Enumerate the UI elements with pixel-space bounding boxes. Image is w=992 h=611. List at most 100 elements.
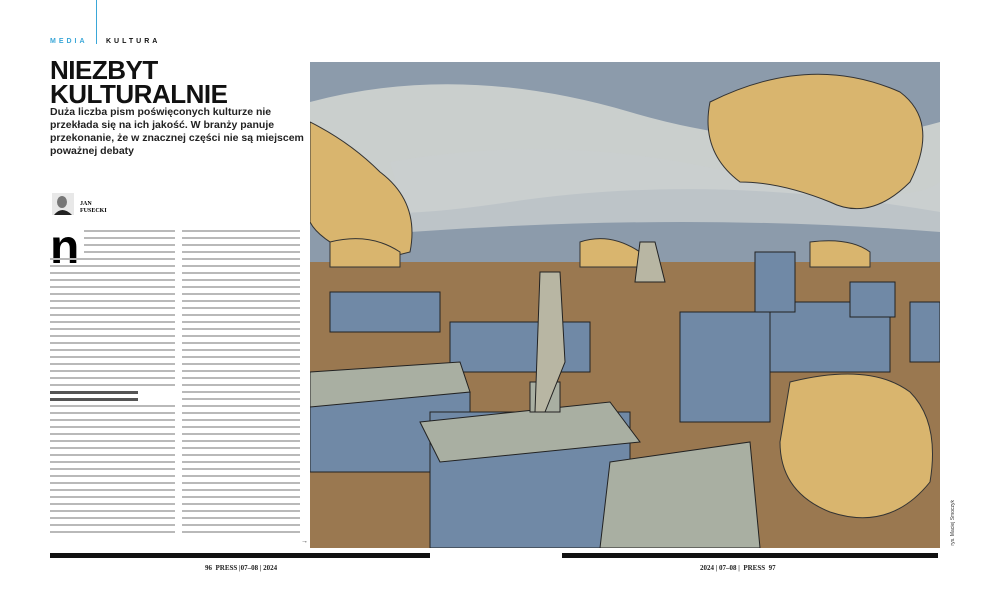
text-line xyxy=(182,419,300,421)
text-line xyxy=(50,531,175,533)
text-line xyxy=(50,335,175,337)
text-line xyxy=(50,349,175,351)
page-number: 96 xyxy=(205,564,212,572)
text-line xyxy=(182,377,300,379)
text-line xyxy=(182,279,300,281)
text-line xyxy=(182,468,300,470)
text-line xyxy=(50,524,175,526)
text-line xyxy=(182,307,300,309)
text-line xyxy=(50,405,175,407)
text-line xyxy=(50,363,175,365)
text-line xyxy=(182,293,300,295)
section-divider xyxy=(96,0,97,44)
text-line xyxy=(182,524,300,526)
text-line xyxy=(50,377,175,379)
text-line xyxy=(50,286,175,288)
text-line xyxy=(50,496,175,498)
text-line xyxy=(50,412,175,414)
text-line xyxy=(50,370,175,372)
author-avatar xyxy=(52,193,74,215)
text-line xyxy=(182,391,300,393)
text-line xyxy=(182,286,300,288)
brand-logo: PRESS xyxy=(215,564,238,572)
text-line xyxy=(182,454,300,456)
text-line xyxy=(50,328,175,330)
text-line xyxy=(50,433,175,435)
title-line: KULTURALNIE xyxy=(50,79,228,109)
author-name: JAN FUSECKI xyxy=(80,201,107,215)
text-line xyxy=(50,461,175,463)
text-line xyxy=(182,440,300,442)
text-line xyxy=(182,503,300,505)
text-line xyxy=(50,272,175,274)
text-line xyxy=(84,237,175,239)
text-line xyxy=(182,237,300,239)
text-line xyxy=(182,510,300,512)
text-line xyxy=(84,244,175,246)
body-column-2 xyxy=(182,230,300,538)
text-line xyxy=(182,244,300,246)
issue-date: 2024 | 07–08 | xyxy=(700,564,740,572)
issue-date: 07–08 | 2024 xyxy=(240,564,278,572)
footer-rule-left xyxy=(50,553,430,558)
text-line xyxy=(50,510,175,512)
article-title: NIEZBYT KULTURALNIE xyxy=(50,55,228,109)
text-line xyxy=(182,265,300,267)
drop-cap: n xyxy=(50,221,80,274)
text-line xyxy=(50,384,175,386)
text-line xyxy=(50,454,175,456)
text-line xyxy=(182,398,300,400)
text-line xyxy=(182,433,300,435)
text-line xyxy=(182,328,300,330)
text-line xyxy=(182,321,300,323)
text-line xyxy=(50,489,175,491)
text-line xyxy=(50,314,175,316)
text-line xyxy=(182,300,300,302)
text-line xyxy=(182,272,300,274)
text-line xyxy=(84,251,175,253)
article-lead: Duża liczba pism poświęconych kulturze n… xyxy=(50,106,304,157)
illustration xyxy=(310,62,940,548)
text-line xyxy=(50,279,175,281)
text-line xyxy=(50,482,175,484)
text-line xyxy=(182,412,300,414)
text-line xyxy=(84,230,175,232)
text-line xyxy=(50,391,138,394)
folio-right: 2024 | 07–08 | PRESS 97 xyxy=(700,564,776,572)
text-line xyxy=(50,440,175,442)
text-line xyxy=(182,475,300,477)
text-line xyxy=(50,307,175,309)
title-line: NIEZBYT xyxy=(50,55,158,85)
text-line xyxy=(182,370,300,372)
text-line xyxy=(182,426,300,428)
brand-logo: PRESS xyxy=(743,564,766,572)
text-line xyxy=(182,447,300,449)
text-line xyxy=(182,251,300,253)
text-line xyxy=(182,349,300,351)
body-column-1 xyxy=(50,230,175,538)
text-line xyxy=(182,489,300,491)
section-label: MEDIA xyxy=(50,38,88,45)
text-line xyxy=(50,503,175,505)
text-line xyxy=(182,482,300,484)
text-line xyxy=(182,335,300,337)
subsection-label: KULTURA xyxy=(106,38,161,45)
text-line xyxy=(50,300,175,302)
folio-left: 96 PRESS |07–08 | 2024 xyxy=(205,564,278,572)
text-line xyxy=(182,258,300,260)
text-line xyxy=(50,265,175,267)
text-line xyxy=(182,461,300,463)
illustration-credit: rys. Maciej Smoczyk xyxy=(950,500,956,546)
text-line xyxy=(50,426,175,428)
text-line xyxy=(50,419,175,421)
text-line xyxy=(182,342,300,344)
text-line xyxy=(182,356,300,358)
text-line xyxy=(182,363,300,365)
text-line xyxy=(50,517,175,519)
text-line xyxy=(50,447,175,449)
footer-rule-right xyxy=(562,553,938,558)
text-line xyxy=(182,517,300,519)
text-line xyxy=(182,230,300,232)
text-line xyxy=(182,531,300,533)
text-line xyxy=(50,321,175,323)
